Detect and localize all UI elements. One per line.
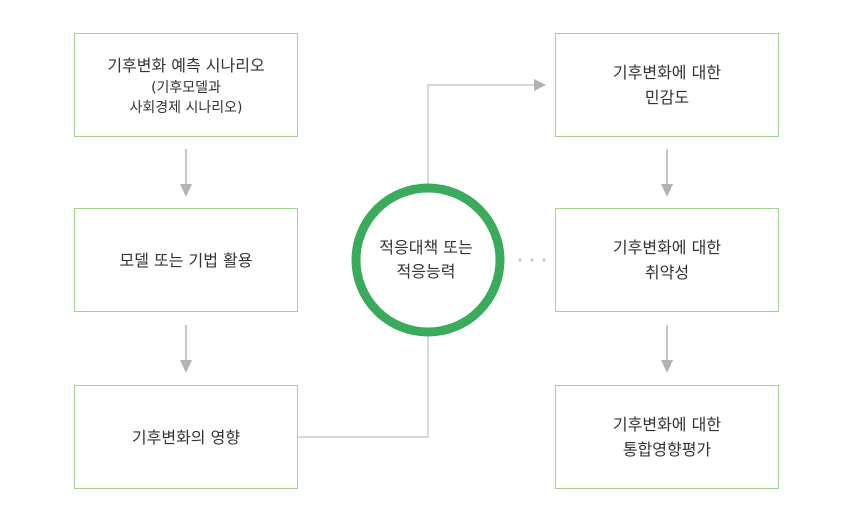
adaptation-label: 적응대책 또는 적응능력 [354, 188, 498, 332]
arrow-sensitivity-to-vulnerability [661, 149, 673, 197]
arrow-vulnerability-to-integrated [661, 325, 673, 373]
box-scenario-sub2: 사회경제 시나리오) [129, 99, 243, 116]
box-impact-title: 기후변화의 영향 [131, 427, 241, 447]
arrow-scenario-to-model [180, 149, 192, 197]
arrow-circle-to-sensitivity [427, 79, 546, 188]
box-climate-impact: 기후변화의 영향 [74, 385, 298, 489]
box-sensitivity-line2: 민감도 [644, 88, 690, 107]
adaptation-label-line1: 적응대책 또는 [379, 238, 473, 257]
box-scenario-title: 기후변화 예측 시나리오 [107, 55, 265, 75]
arrow-model-to-impact [180, 325, 192, 373]
box-model-title: 모델 또는 기법 활용 [119, 250, 253, 270]
box-vulnerability-line1: 기후변화에 대한 [612, 238, 722, 257]
box-scenario-sub1: (기후모델과 [151, 79, 221, 96]
box-sensitivity: 기후변화에 대한 민감도 [555, 33, 779, 137]
box-model-method: 모델 또는 기법 활용 [74, 208, 298, 312]
box-sensitivity-line1: 기후변화에 대한 [612, 63, 722, 82]
connector-impact-to-circle [298, 332, 429, 438]
box-integrated-line1: 기후변화에 대한 [612, 415, 722, 434]
box-climate-scenario: 기후변화 예측 시나리오 (기후모델과 사회경제 시나리오) [74, 33, 298, 137]
box-integrated-line2: 통합영향평가 [622, 440, 712, 459]
box-integrated-assessment: 기후변화에 대한 통합영향평가 [555, 385, 779, 489]
dotted-connector-circle-to-vulnerability [518, 258, 546, 262]
adaptation-label-line2: 적응능력 [396, 262, 456, 281]
box-vulnerability-line2: 취약성 [644, 263, 690, 282]
adaptation-circle [351, 183, 505, 337]
box-vulnerability: 기후변화에 대한 취약성 [555, 208, 779, 312]
